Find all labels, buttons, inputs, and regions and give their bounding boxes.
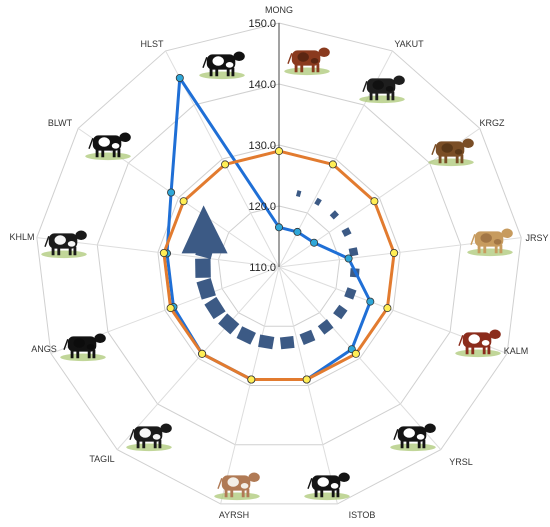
tick-label: 110.0 [249,262,276,274]
cow-icon [85,132,131,161]
grid-layer [36,22,522,505]
annotation-arrow-dash [195,258,211,278]
label-layer: 110.0 120.0 130.0 140.0 150.0 MONG YAKUT KRGZ JR… [9,5,548,520]
cow-icon [428,138,474,167]
annotation-layer [181,190,360,350]
annotation-arrow-dash [329,210,339,220]
series-point [274,223,283,232]
series-point [370,197,379,206]
category-label: HLST [140,39,164,49]
category-label: JRSY [525,233,548,243]
cow-icon [60,333,106,362]
series-point [179,197,188,206]
annotation-arrow-dash [333,304,348,320]
series-point [328,160,337,169]
tick-label: 140.0 [248,79,276,91]
series-point [351,349,360,358]
cow-icon [126,423,172,452]
annotation-arrow-dash [295,190,302,197]
series-point [166,304,175,313]
category-label: ISTOB [349,510,376,520]
annotation-arrow-head [181,205,228,254]
annotation-arrow-dash [236,326,256,345]
grid-ring [96,83,462,446]
tick-label: 120.0 [248,201,276,213]
grid-spoke [116,266,280,450]
grid-spoke [220,266,280,505]
cow-icon [304,472,350,501]
grid-ring [157,144,401,386]
cow-icon [390,423,436,452]
annotation-arrow-dash [348,247,359,257]
annotation-arrow-dash [204,296,226,320]
category-label: BLWT [48,118,73,128]
series-point [167,188,176,197]
cow-icon [199,51,245,80]
series-layer [159,74,399,384]
category-label: KHLM [9,232,34,242]
annotation-arrow-dash [279,336,295,350]
grid-spoke [77,127,280,268]
image-layer [41,47,513,501]
annotation-arrow-dash [218,313,240,335]
cow-icon [284,47,330,76]
series-point [293,227,302,236]
series-point [274,147,283,156]
grid-ring [217,205,341,327]
series-line [162,149,396,381]
category-label: AYRSH [219,510,249,520]
cow-icon [41,230,87,259]
category-label: MONG [265,5,293,15]
series-point [390,248,399,257]
series-point [159,248,168,257]
category-label: KALM [504,346,529,356]
annotation-arrow-dash [344,287,357,300]
annotation-arrow-dash [196,278,216,300]
category-label: YRSL [449,457,473,467]
annotation-arrow-dash [258,334,275,350]
grid-ring [36,22,522,505]
tick-label: 130.0 [248,140,276,152]
series-point [175,74,184,83]
annotation-arrow-dash [317,319,334,335]
series-point [383,304,392,313]
grid-spoke [278,266,442,450]
cow-icon [359,75,405,104]
series-point [247,375,256,384]
series-point [302,375,311,384]
annotation-arrow-dash [341,227,352,237]
category-label: KRGZ [479,118,505,128]
series-point [310,238,319,247]
series-point [221,160,230,169]
cow-icon [214,472,260,501]
annotation-arrow-dash [299,329,316,345]
category-label: YAKUT [394,39,424,49]
series-point [198,349,207,358]
grid-spoke [278,266,338,505]
category-label: TAGIL [89,454,114,464]
series-point [344,254,353,263]
category-label: ANGS [31,344,57,354]
annotation-arrow-dash [314,197,322,206]
cow-icon [455,329,501,358]
cow-icon [467,228,513,257]
series-point [366,297,375,306]
tick-label: 150.0 [248,18,276,30]
